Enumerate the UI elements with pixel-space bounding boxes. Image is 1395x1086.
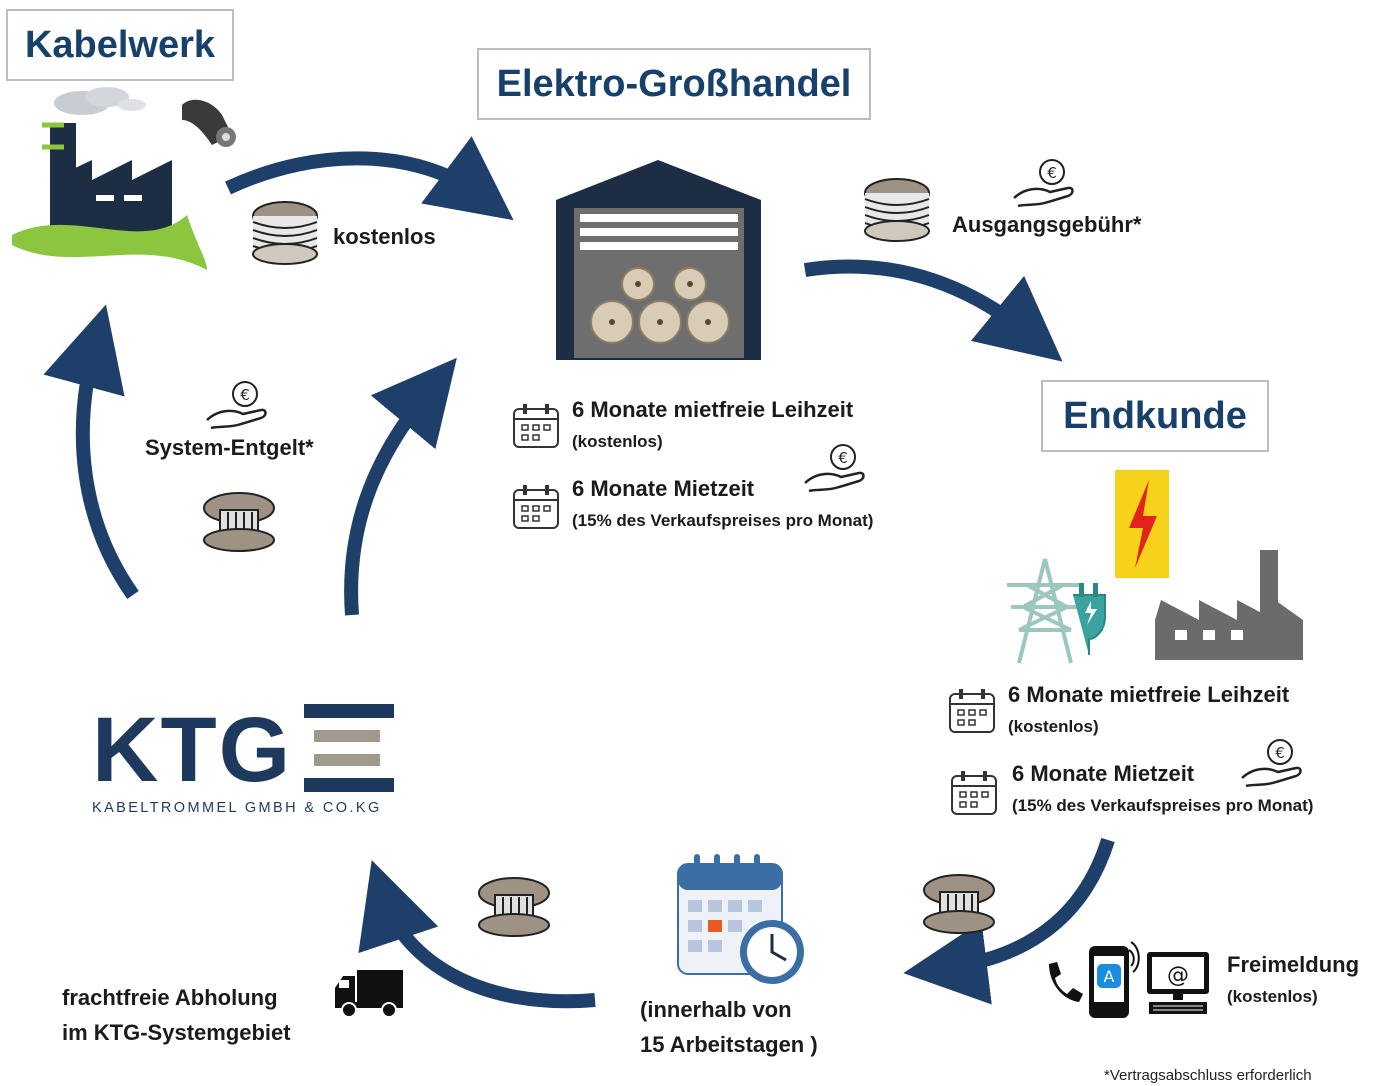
grosshandel-mietzeit-sub: (15% des Verkaufspreises pro Monat) <box>572 511 874 530</box>
endkunde-mietzeit: 6 Monate Mietzeit <box>1012 761 1195 786</box>
title-endkunde: Endkunde <box>1041 380 1269 452</box>
svg-text:€: € <box>838 449 848 467</box>
label-system-entgelt: System-Entgelt* <box>145 435 314 460</box>
grosshandel-mietzeit: 6 Monate Mietzeit <box>572 476 755 501</box>
label-abholung-line1: frachtfreie Abholung <box>62 985 278 1010</box>
euro-hand-icon: € <box>1013 159 1074 208</box>
label-kostenlos: kostenlos <box>333 224 436 249</box>
endkunde-mietzeit-sub: (15% des Verkaufspreises pro Monat) <box>1012 796 1314 815</box>
ktg-logo-bars-icon <box>304 704 394 792</box>
svg-text:@: @ <box>1167 963 1189 988</box>
label-freimeldung: Freimeldung <box>1227 952 1360 977</box>
svg-text:€: € <box>1275 744 1285 762</box>
cable-reel-icon <box>864 178 930 242</box>
cable-reel-icon <box>252 201 318 265</box>
footnote: *Vertragsabschluss erforderlich <box>1104 1067 1312 1084</box>
title-endkunde-text: Endkunde <box>1063 394 1247 437</box>
phone-icon <box>1049 962 1083 1002</box>
title-grosshandel-text: Elektro-Großhandel <box>496 62 852 105</box>
arrow-ktg-to-kabelwerk <box>43 304 139 600</box>
euro-hand-icon: € <box>206 381 267 430</box>
svg-text:€: € <box>240 386 250 404</box>
label-freimeldung-sub: (kostenlos) <box>1227 987 1318 1006</box>
empty-drum-icon <box>203 492 275 552</box>
empty-drum-icon <box>478 877 550 937</box>
truck-icon <box>335 970 403 1018</box>
title-grosshandel: Elektro-Großhandel <box>477 48 871 120</box>
label-abholung-line2: im KTG-Systemgebiet <box>62 1020 291 1045</box>
ktg-logo-tagline: KABELTROMMEL GMBH & CO.KG <box>92 800 382 816</box>
green-factory-icon <box>12 87 236 270</box>
calendar-icon <box>513 404 559 448</box>
grosshandel-leihzeit: 6 Monate mietfreie Leihzeit <box>572 397 854 422</box>
svg-text:A: A <box>1104 967 1115 986</box>
title-kabelwerk-text: Kabelwerk <box>24 23 216 66</box>
endkunde-leihzeit-sub: (kostenlos) <box>1008 717 1099 736</box>
high-voltage-sign-icon <box>1115 470 1169 578</box>
calendar-clock-icon <box>677 854 804 984</box>
arrow-frist-to-ktg <box>358 860 596 1009</box>
euro-hand-icon: € <box>1241 739 1302 788</box>
warehouse-icon <box>556 160 761 360</box>
factory-icon <box>1155 550 1303 660</box>
arrow-ktg-to-grosshandel <box>344 357 457 616</box>
svg-text:€: € <box>1047 164 1057 182</box>
euro-hand-icon: € <box>804 444 865 493</box>
label-ausgangsgebuehr: Ausgangsgebühr* <box>952 212 1142 237</box>
calendar-icon <box>951 771 997 815</box>
smartphone-app-icon: A <box>1089 941 1140 1018</box>
calendar-icon <box>513 485 559 529</box>
endkunde-leihzeit: 6 Monate mietfreie Leihzeit <box>1008 682 1290 707</box>
ktg-logo-wordmark: KTG <box>92 699 293 801</box>
computer-email-icon: @ <box>1147 952 1209 1014</box>
arrow-kabelwerk-to-grosshandel <box>225 136 514 221</box>
arrow-grosshandel-to-endkunde <box>803 259 1063 362</box>
calendar-icon <box>949 689 995 733</box>
label-frist-line2: 15 Arbeitstagen ) <box>640 1032 818 1057</box>
title-kabelwerk: Kabelwerk <box>6 9 234 81</box>
ktg-logo: KTG KABELTROMMEL GMBH & CO.KG <box>92 700 402 820</box>
empty-drum-icon <box>923 874 995 934</box>
grosshandel-leihzeit-sub: (kostenlos) <box>572 432 663 451</box>
power-pylon-plug-icon <box>1007 558 1106 664</box>
label-frist-line1: (innerhalb von <box>640 997 792 1022</box>
arrow-endkunde-to-freimeldung <box>903 837 1115 1005</box>
